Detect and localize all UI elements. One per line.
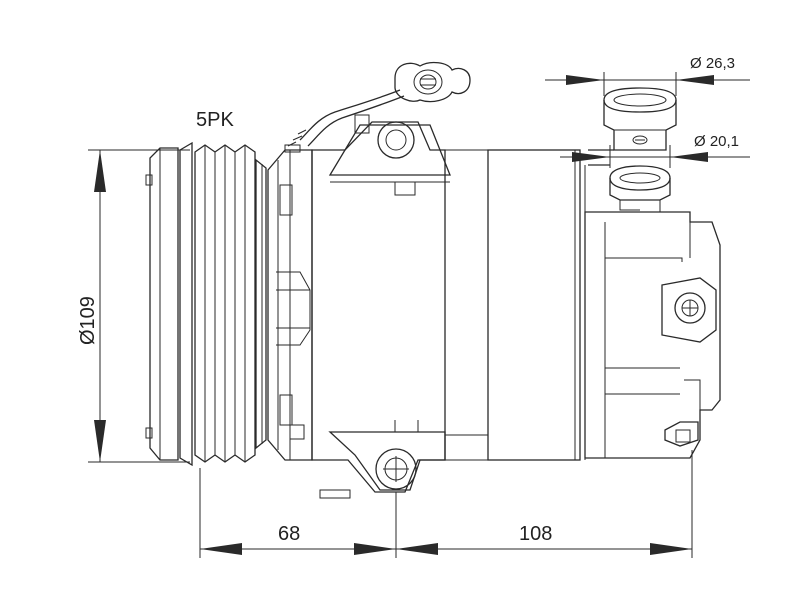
dimension-port-small	[560, 145, 750, 168]
pulley-diameter-label: Ø109	[77, 296, 99, 345]
compressor-body	[311, 114, 489, 499]
top-mount-ear	[328, 114, 451, 196]
refrigerant-ports	[588, 87, 677, 213]
length-body-label: 108	[519, 523, 552, 545]
rear-head	[584, 211, 721, 459]
bottom-mount-ear	[319, 420, 446, 499]
belt-grooves	[194, 144, 256, 463]
front-housing	[267, 149, 313, 461]
dimension-pulley-diameter	[88, 149, 190, 463]
port-small-label: Ø 20,1	[694, 133, 739, 150]
dimension-port-large	[545, 72, 750, 96]
belt-type-label: 5PK	[196, 109, 234, 131]
clutch-connector	[284, 61, 471, 153]
pulley-clutch	[145, 141, 267, 467]
length-front-label: 68	[278, 523, 300, 545]
dimension-lengths	[199, 450, 693, 558]
rear-cylinder	[487, 149, 586, 461]
port-large-label: Ø 26,3	[690, 55, 735, 72]
